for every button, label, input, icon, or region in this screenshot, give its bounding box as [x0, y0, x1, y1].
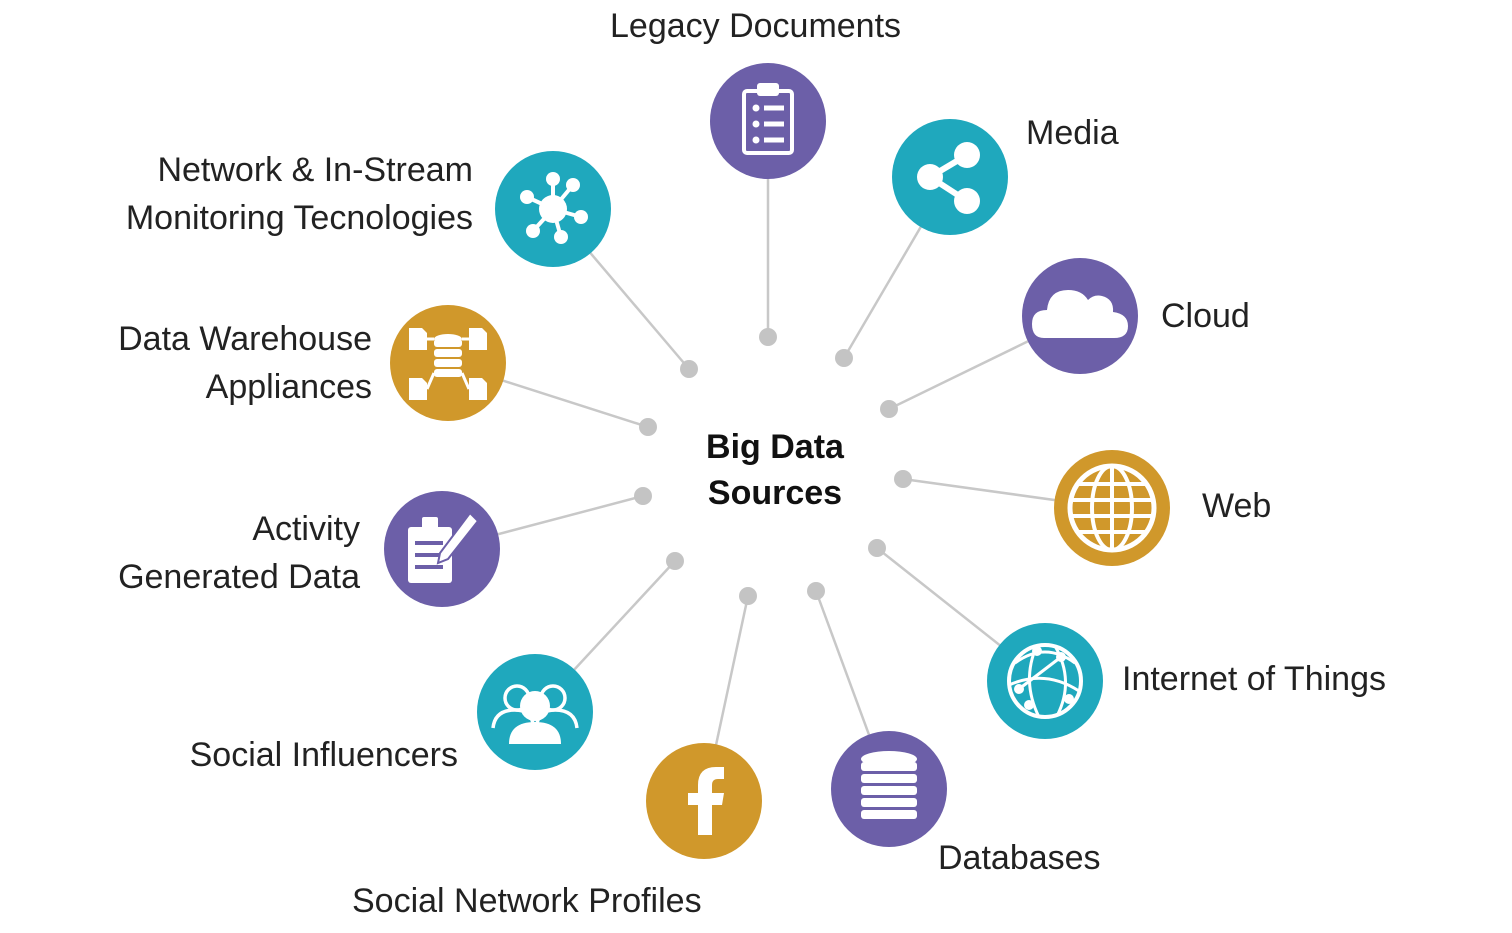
center-title: Big Data Sources: [640, 424, 910, 516]
node-internet-of-things: [987, 623, 1103, 739]
connector-dot-data-warehouse-appliances: [639, 418, 657, 436]
connector-dot-legacy-documents: [759, 328, 777, 346]
node-data-warehouse-appliances: [390, 305, 506, 421]
connector-dot-network-in-stream: [680, 360, 698, 378]
label-social-network-profiles: Social Network Profiles: [352, 882, 702, 920]
connector-dot-social-network-profiles: [739, 587, 757, 605]
label-legacy-documents: Legacy Documents: [610, 7, 902, 45]
node-network-in-stream: [495, 151, 611, 267]
center-title-line2: Sources: [707, 474, 843, 512]
node-circle-legacy-documents: [710, 63, 826, 179]
clipboard-pen-icon: [408, 511, 480, 583]
node-circle-internet-of-things: [987, 623, 1103, 739]
label-web: Web: [1202, 487, 1272, 525]
node-circle-media: [892, 119, 1008, 235]
connector-dots: [634, 328, 912, 605]
node-databases: [831, 731, 947, 847]
connector-dot-internet-of-things: [868, 539, 886, 557]
node-web: [1054, 450, 1170, 566]
clipboard-list-icon: [742, 83, 794, 155]
data-warehouse-icon: [409, 328, 487, 400]
facebook-icon: [688, 767, 724, 835]
globe-icon: [1067, 463, 1157, 553]
cloud-icon: [1032, 290, 1128, 338]
icon-circles: [384, 63, 1170, 859]
people-group-icon: [491, 684, 579, 744]
node-legacy-documents: [710, 63, 826, 179]
node-media: [892, 119, 1008, 235]
connector-dot-media: [835, 349, 853, 367]
network-hub-icon: [520, 172, 588, 244]
node-activity-generated-data: [384, 491, 500, 607]
share-icon: [917, 142, 980, 214]
label-internet-of-things: Internet of Things: [1122, 660, 1386, 698]
connector-dot-activity-generated-data: [634, 487, 652, 505]
center-title-line1: Big Data: [706, 428, 844, 466]
label-databases: Databases: [938, 839, 1101, 877]
node-cloud: [1022, 258, 1138, 374]
connector-dot-databases: [807, 582, 825, 600]
label-social-influencers: Social Influencers: [189, 736, 458, 774]
network-globe-icon: [1007, 643, 1083, 719]
label-media: Media: [1026, 114, 1119, 152]
connector-dot-web: [894, 470, 912, 488]
label-activity-generated-data: Activity Generated Data: [118, 510, 360, 596]
node-social-influencers: [477, 654, 593, 770]
label-network-in-stream: Network & In-Stream Monitoring Tecnologi…: [125, 151, 473, 237]
connector-dot-social-influencers: [666, 552, 684, 570]
label-cloud: Cloud: [1161, 297, 1250, 335]
connector-dot-cloud: [880, 400, 898, 418]
database-icon: [861, 751, 917, 819]
label-data-warehouse-appliances: Data Warehouse Appliances: [118, 320, 372, 406]
node-social-network-profiles: [646, 743, 762, 859]
